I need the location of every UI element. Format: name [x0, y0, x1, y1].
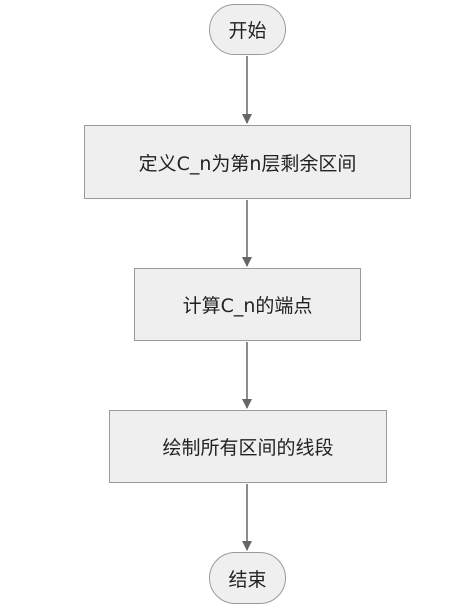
end-node-label: 结束: [228, 568, 267, 591]
process-node-compute-endpoints: 计算C_n的端点: [134, 268, 361, 341]
start-node: 开始: [209, 4, 286, 55]
process-node-draw-segments: 绘制所有区间的线段: [109, 410, 387, 483]
process-node-define-cn: 定义C_n为第n层剩余区间: [84, 125, 411, 199]
process-node-define-cn-label: 定义C_n为第n层剩余区间: [138, 152, 357, 175]
process-node-draw-segments-label: 绘制所有区间的线段: [162, 437, 334, 459]
process-node-compute-endpoints-label: 计算C_n的端点: [182, 295, 313, 317]
end-node: 结束: [209, 552, 286, 604]
start-node-label: 开始: [228, 20, 267, 42]
